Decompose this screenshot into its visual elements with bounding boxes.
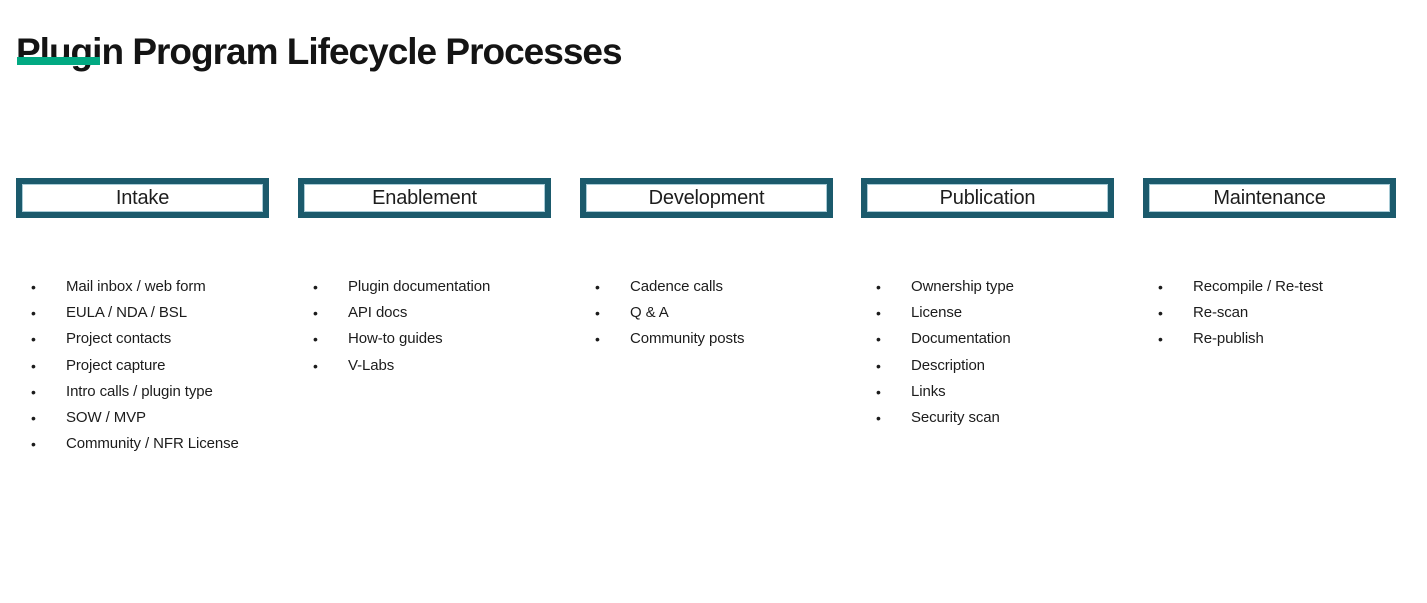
stage-header-label: Intake [115, 186, 170, 209]
stage-list-item: How-to guides [298, 326, 551, 352]
stage-list-item: Security scan [861, 405, 1114, 431]
stage-list-item: Community / NFR License [16, 431, 269, 457]
stage-list-item: License [861, 300, 1114, 326]
stage-header-box: Enablement [298, 178, 551, 218]
stage-item-list: Plugin documentationAPI docsHow-to guide… [298, 274, 551, 379]
stage-column: Publication Ownership typeLicenseDocumen… [861, 178, 1114, 431]
stage-header-label: Maintenance [1213, 186, 1326, 209]
stage-list-item: Community posts [580, 326, 833, 352]
stage-header-box: Maintenance [1143, 178, 1396, 218]
stage-list-item: Mail inbox / web form [16, 274, 269, 300]
stage-list-item: EULA / NDA / BSL [16, 300, 269, 326]
stage-list-item: Re-scan [1143, 300, 1396, 326]
stage-list-item: Links [861, 379, 1114, 405]
title-accent-bar [17, 57, 100, 65]
stage-header-label: Enablement [372, 186, 477, 209]
stage-list-item: Recompile / Re-test [1143, 274, 1396, 300]
stage-list-item: Ownership type [861, 274, 1114, 300]
stage-column: Intake Mail inbox / web formEULA / NDA /… [16, 178, 269, 458]
page-title: Plugin Program Lifecycle Processes [16, 30, 623, 72]
stage-header-box: Intake [16, 178, 269, 218]
stage-list-item: Project capture [16, 353, 269, 379]
stage-list-item: Description [861, 353, 1114, 379]
stage-list-item: Project contacts [16, 326, 269, 352]
stage-column: Maintenance Recompile / Re-testRe-scanRe… [1143, 178, 1396, 353]
stage-list-item: Re-publish [1143, 326, 1396, 352]
stage-header-label: Publication [939, 186, 1036, 209]
stage-list-item: Cadence calls [580, 274, 833, 300]
stage-column: Development Cadence callsQ & ACommunity … [580, 178, 833, 353]
stage-list-item: V-Labs [298, 353, 551, 379]
stage-item-list: Cadence callsQ & ACommunity posts [580, 274, 833, 353]
stage-header-label: Development [648, 186, 765, 209]
stage-header-box: Development [580, 178, 833, 218]
stage-header-box: Publication [861, 178, 1114, 218]
stage-item-list: Mail inbox / web formEULA / NDA / BSLPro… [16, 274, 269, 458]
stage-list-item: Documentation [861, 326, 1114, 352]
stage-column: Enablement Plugin documentationAPI docsH… [298, 178, 551, 379]
stage-list-item: SOW / MVP [16, 405, 269, 431]
stage-list-item: Plugin documentation [298, 274, 551, 300]
stage-item-list: Recompile / Re-testRe-scanRe-publish [1143, 274, 1396, 353]
stage-list-item: API docs [298, 300, 551, 326]
stage-list-item: Q & A [580, 300, 833, 326]
stage-list-item: Intro calls / plugin type [16, 379, 269, 405]
stage-item-list: Ownership typeLicenseDocumentationDescri… [861, 274, 1114, 431]
